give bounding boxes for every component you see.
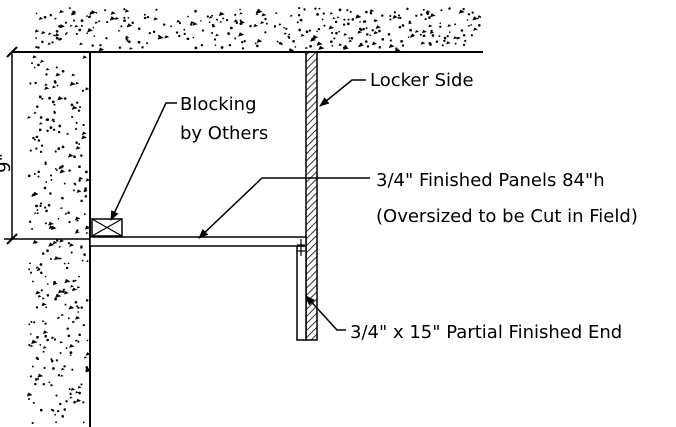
- concrete-ceiling: [34, 7, 482, 53]
- label-locker-side: Locker Side: [370, 70, 474, 91]
- finished-panel: [89, 236, 307, 247]
- label-blocking-line2: by Others: [180, 123, 268, 144]
- label-blocking-line1: Blocking: [180, 94, 257, 115]
- leader-blocking: [110, 102, 177, 221]
- label-finished-panels-line1: 3/4" Finished Panels 84"h: [376, 170, 605, 191]
- dimension-9in: [4, 46, 90, 245]
- label-partial-end: 3/4" x 15" Partial Finished End: [350, 322, 622, 343]
- partial-finished-end: [296, 245, 307, 341]
- leader-locker-side: [319, 79, 366, 107]
- locker-side: [305, 51, 318, 341]
- leader-finished-panels: [198, 177, 370, 239]
- blocking: [91, 218, 123, 237]
- label-finished-panels-line2: (Oversized to be Cut in Field): [376, 206, 638, 227]
- dimension-label: 9": [0, 153, 15, 173]
- leader-partial-end: [305, 295, 346, 331]
- concrete-wall: [26, 55, 92, 425]
- fastener-icon: [297, 239, 305, 256]
